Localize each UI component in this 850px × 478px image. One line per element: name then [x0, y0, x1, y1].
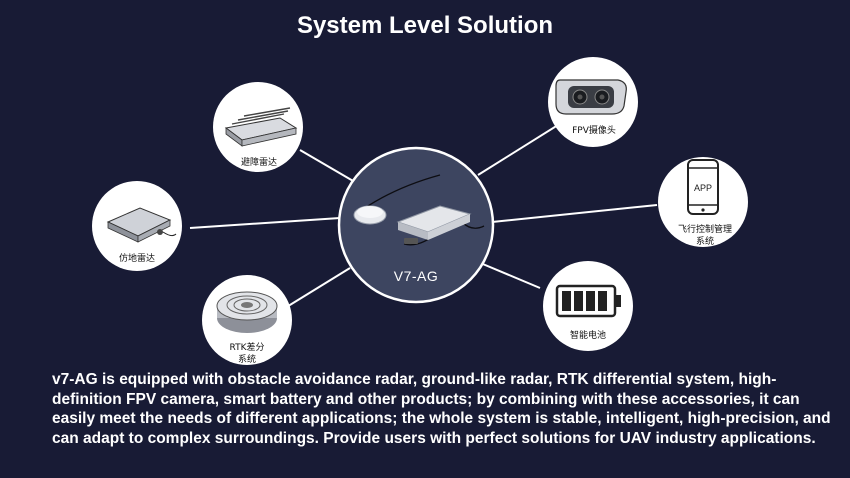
description-paragraph: v7-AG is equipped with obstacle avoidanc…	[52, 371, 831, 447]
node-smart-battery: 智能电池	[543, 261, 633, 351]
node-obstacle-radar: 避障雷达	[213, 82, 303, 172]
node-flight-app: APP 飞行控制管理 系统	[658, 157, 748, 247]
obstacle-radar-label: 避障雷达	[241, 156, 277, 168]
app-screen-text: APP	[694, 183, 712, 193]
terrain-radar-label: 仿地雷达	[119, 252, 155, 264]
rtk-antenna-icon	[216, 291, 278, 333]
line-terrain-radar	[189, 217, 341, 229]
node-fpv-camera: FPV摄像头	[548, 57, 638, 147]
line-fpv	[477, 124, 559, 176]
flight-controller-icon	[396, 205, 472, 244]
page-title: System Level Solution	[296, 12, 554, 39]
fpv-camera-label: FPV摄像头	[572, 124, 616, 136]
node-terrain-radar: 仿地雷达	[92, 181, 182, 271]
flight-app-label-line2: 系统	[696, 235, 714, 247]
hub-label: V7-AG	[394, 268, 439, 284]
line-obstacle-radar	[299, 149, 361, 186]
battery-icon	[555, 284, 621, 318]
line-app	[491, 204, 658, 223]
flight-app-label-line1: 飞行控制管理	[678, 223, 732, 235]
phone-icon: APP	[687, 159, 719, 215]
rtk-label-line1: RTK差分	[230, 341, 265, 353]
line-rtk	[284, 267, 351, 309]
antenna-puck-icon	[353, 205, 387, 225]
camera-icon	[555, 79, 627, 115]
hub-node: V7-AG	[337, 146, 495, 304]
line-battery	[477, 261, 541, 289]
radar-heatsink-icon	[224, 107, 298, 147]
rtk-label-line2: 系统	[238, 353, 256, 365]
radar-module-icon	[106, 207, 177, 243]
smart-battery-label: 智能电池	[570, 329, 606, 341]
node-rtk: RTK差分 系统	[202, 275, 292, 365]
connector-lines	[189, 124, 658, 309]
